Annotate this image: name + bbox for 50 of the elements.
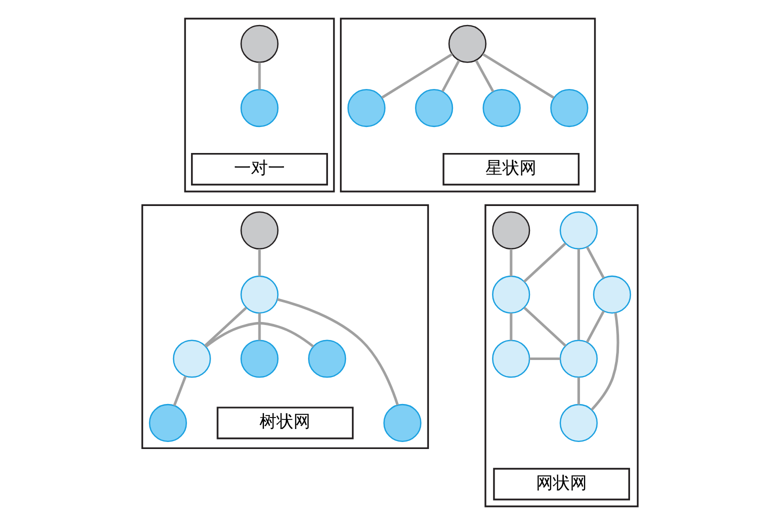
node-circle [240,211,279,250]
connector [586,310,605,343]
connector [205,322,314,348]
cluster [141,204,429,450]
connector [523,242,566,283]
node-circle [240,340,279,378]
node-box: 树状网 [216,406,354,440]
connector [577,248,580,340]
connector [577,377,580,405]
connector [590,312,620,411]
cluster [340,18,596,192]
connector [258,249,261,276]
connector [258,313,261,340]
node-circle [482,89,521,128]
node-circle [492,211,530,250]
cluster [184,18,335,192]
node-circle [415,89,454,128]
node-circle [148,404,187,442]
node-circle [593,276,632,314]
connector [586,246,605,279]
node-circle [560,211,598,250]
connector [173,376,187,406]
connector [530,357,560,360]
node-circle [240,24,279,63]
node-circle [383,404,422,442]
connector [441,60,460,92]
node-box: 一对一 [191,152,328,186]
node-circle [172,340,211,378]
node-circle [240,276,279,314]
node-box: 网状网 [493,468,630,500]
node-circle [492,276,530,314]
node-circle [448,24,486,63]
connector [258,62,261,90]
connector [510,249,512,276]
node-box: 星状网 [442,152,580,186]
node-circle [347,89,386,128]
connector [482,53,554,99]
node-circle [492,340,530,378]
node-circle [550,89,588,128]
node-circle [560,404,598,442]
node-circle [308,340,346,378]
connector [204,306,248,347]
connector [277,298,399,406]
connector [524,306,566,347]
connector [381,53,453,99]
connector [474,60,494,92]
node-circle [240,89,279,128]
connector [510,313,512,340]
cluster [484,204,639,508]
node-circle [560,340,598,378]
